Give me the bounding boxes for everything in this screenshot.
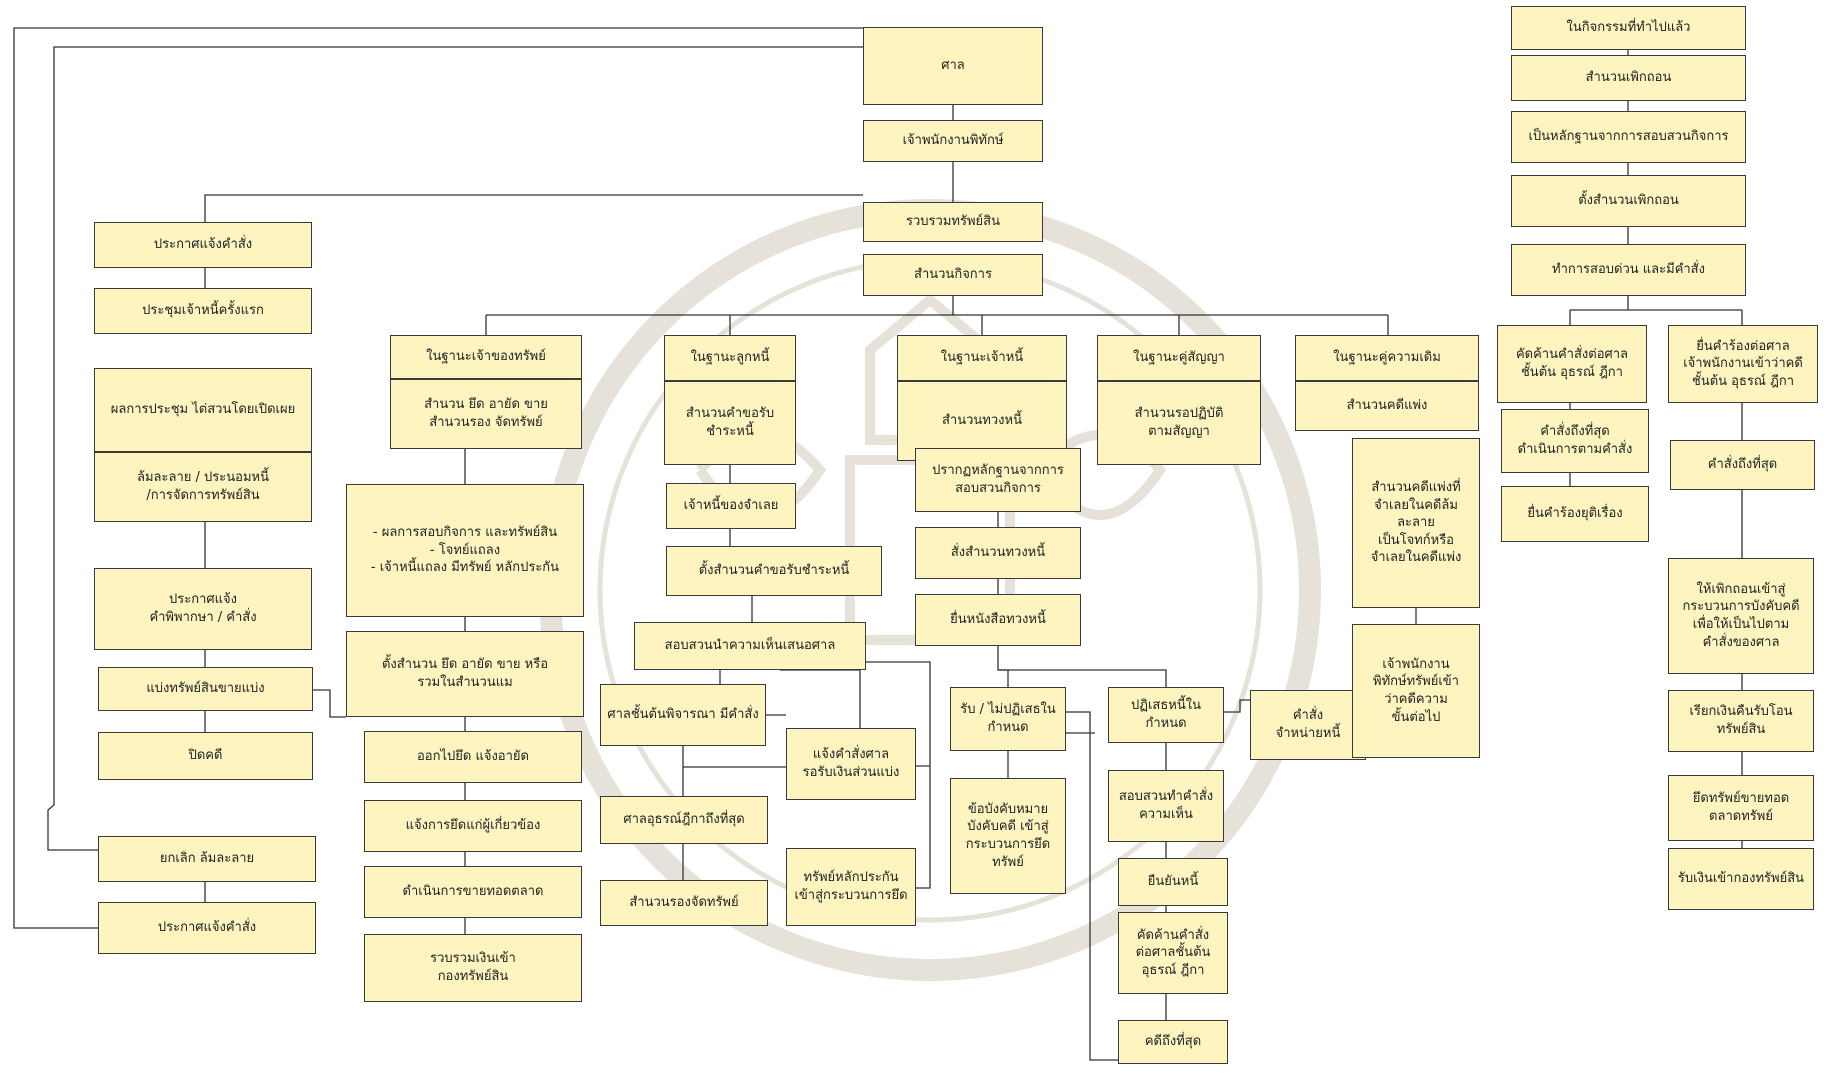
final-order-box: คำสั่งถึงที่สุด (1670, 440, 1815, 490)
first-creditor-meeting-box: ประชุมเจ้าหนี้ครั้งแรก (94, 288, 312, 334)
close-case-box: ปิดคดี (98, 732, 313, 780)
pending-contract-dept-box: สำนวนรอปฏิบัติ ตามสัญญา (1097, 381, 1261, 465)
reclaim-money-box: เรียกเงินคืนรับโอน ทรัพย์สิน (1668, 690, 1814, 752)
announce-judgment-box: ประกาศแจ้ง คำพิพากษา / คำสั่ง (94, 568, 312, 650)
issue-seizure-box: ออกไปยึด แจ้งอายัด (364, 731, 582, 783)
evidence-from-investigation-box: เป็นหลักฐานจากการสอบสวนกิจการ (1511, 111, 1746, 163)
investigation-result-box: - ผลการสอบกิจการ และทรัพย์สิน - โจทย์แถล… (346, 484, 584, 617)
set-seize-dept-box: ตั้งสำนวน ยึด อายัด ขาย หรือ รวมในสำนวนแ… (346, 631, 584, 717)
secondary-asset-dept-box: สำนวนรองจัดทรัพย์ (600, 880, 768, 926)
receiver-continue-box: เจ้าพนักงาน พิทักษ์ทรัพย์เข้า ว่าคดีความ… (1352, 624, 1480, 758)
bankrupt-options-box: ล้มละลาย / ประนอมหนี้ /การจัดการทรัพย์สิ… (94, 452, 312, 522)
official-receiver-box: เจ้าพนักงานพิทักษ์ (863, 120, 1043, 162)
final-order-proceed-box: คำสั่งถึงที่สุด ดำเนินการตามคำสั่ง (1501, 409, 1649, 473)
as-original-litigant-box: ในฐานะคู่ความเดิม (1295, 335, 1479, 381)
collateral-seizure-box: ทรัพย์หลักประกัน เข้าสู่กระบวนการยึด (786, 848, 916, 926)
receive-money-box: รับเงินเข้ากองทรัพย์สิน (1668, 848, 1814, 910)
revocation-dept-box: สำนวนเพิกถอน (1511, 55, 1746, 101)
oppose-order-box: คัดค้านคำสั่ง ต่อศาลชั้นต้น อุธรณ์ ฎีกา (1118, 912, 1228, 994)
claim-demand-dept-box: สำนวนทวงหนี้ (897, 381, 1067, 461)
collect-assets-box: รวบรวมทรัพย์สิน (863, 202, 1043, 242)
as-asset-owner-box: ในฐานะเจ้าของทรัพย์ (390, 335, 582, 379)
revoke-bankruptcy-box: ยกเลิก ล้มละลาย (98, 836, 316, 882)
order-sell-debt-box: คำสั่ง จำหน่ายหนี้ (1250, 690, 1366, 760)
demand-letter-box: ยื่นหนังสือทวงหนี้ (915, 594, 1081, 646)
final-supreme-box: ศาลอุธรณ์ฎีกาถึงที่สุด (600, 796, 768, 844)
examine-opinion-box: สอบสวนนำความเห็นเสนอศาล (634, 622, 866, 670)
distribute-assets-box: แบ่งทรัพย์สินขายแบ่ง (98, 667, 313, 711)
connector-line (1066, 711, 1118, 1061)
connector-line (998, 669, 1167, 687)
order-demand-box: สั่งสำนวนทวงหนี้ (915, 527, 1081, 579)
debt-claim-dept-box: สำนวนคำขอรับ ชำระหนี้ (664, 381, 796, 465)
set-claim-dept-box: ตั้งสำนวนคำขอรับชำระหนี้ (666, 546, 882, 596)
case-final-box: คดีถึงที่สุด (1118, 1020, 1228, 1064)
announce-order-box: ประกาศแจ้งคำสั่ง (94, 222, 312, 268)
connector-line (997, 646, 1009, 687)
connector-line (866, 661, 931, 766)
deny-in-time-box: ปฏิเสธหนี้ใน กำหนด (1108, 687, 1224, 743)
civil-case-dept-box: สำนวนคดีแพ่ง (1295, 381, 1479, 431)
petition-end-box: ยื่นคำร้องยุติเรื่อง (1501, 486, 1649, 542)
collect-money-box: รวบรวมเงินเข้า กองทรัพย์สิน (364, 934, 582, 1002)
notify-court-order-box: แจ้งคำสั่งศาล รอรับเงินส่วนแบ่ง (786, 728, 916, 800)
debtor-creditor-box: เจ้าหนี้ของจำเลย (666, 483, 796, 529)
confirm-debt-box: ยืนยันหนี้ (1118, 858, 1228, 906)
connector-line (13, 27, 863, 929)
connector-line (1224, 699, 1250, 713)
set-revocation-dept-box: ตั้งสำนวนเพิกถอน (1511, 175, 1746, 227)
business-dept-box: สำนวนกิจการ (863, 254, 1043, 296)
auction-box: ดำเนินการขายทอดตลาด (364, 866, 582, 918)
connector-line (47, 46, 863, 851)
evidence-found-box: ปรากฏหลักฐานจากการ สอบสวนกิจการ (915, 448, 1081, 512)
revoke-enforcement-box: ให้เพิกถอนเข้าสู่ กระบวนการบังคับคดี เพื… (1668, 558, 1814, 674)
as-creditor-box: ในฐานะเจ้าหนี้ (897, 335, 1067, 381)
accept-or-not-box: รับ / ไม่ปฏิเสธใน กำหนด (950, 687, 1066, 751)
civil-case-desc-box: สำนวนคดีแพ่งที่ จำเลยในคดีล้มละลาย เป็นโ… (1352, 438, 1480, 608)
notify-seizure-box: แจ้งการยึดแก่ผู้เกี่ยวข้อง (364, 800, 582, 852)
meeting-result-box: ผลการประชุม ไต่สวนโดยเปิดเผย (94, 368, 312, 452)
as-contract-party-box: ในฐานะคู่สัญญา (1097, 335, 1261, 381)
urgent-investigate-box: ทำการสอบด่วน และมีคำสั่ง (1511, 244, 1746, 296)
announce-order-2-box: ประกาศแจ้งคำสั่ง (98, 902, 316, 954)
examine-opinion-order-box: สอบสวนทำคำสั่ง ความเห็น (1108, 770, 1224, 842)
as-debtor-box: ในฐานะลูกหนี้ (664, 335, 796, 381)
connector-line (916, 765, 931, 889)
oppose-to-court-box: คัดค้านคำสั่งต่อศาล ชั้นต้น อุธรณ์ ฎีกา (1497, 325, 1647, 403)
enforce-claim-box: ข้อบังคับหมาย บังคับคดี เข้าสู่ กระบวนกา… (950, 778, 1066, 894)
connector-line (313, 689, 346, 718)
connector-line (204, 194, 863, 222)
court-considers-box: ศาลชั้นต้นพิจารณา มีคำสั่ง (600, 684, 766, 746)
connector-line (780, 669, 861, 728)
file-lawsuit-box: ยื่นคำร้องต่อศาล เจ้าพนักงานเข้าว่าคดี ช… (1668, 325, 1818, 403)
seize-dept-box: สำนวน ยึด อายัด ขาย สำนวนรอง จัดทรัพย์ (390, 379, 582, 449)
court-box: ศาล (863, 27, 1043, 105)
seize-sell-box: ยึดทรัพย์ขายทอด ตลาดทรัพย์ (1668, 775, 1814, 841)
in-activities-done-box: ในกิจกรรมที่ทำไปแล้ว (1511, 6, 1746, 50)
